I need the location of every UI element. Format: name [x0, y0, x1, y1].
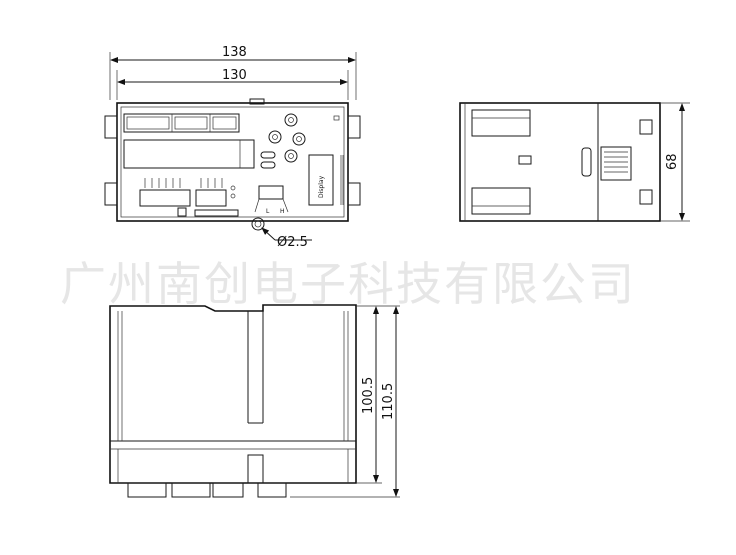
- side-view: 68: [459, 102, 690, 222]
- dim-label-68: 68: [665, 153, 680, 170]
- bottom-connector-1: [127, 482, 167, 498]
- dim-label-138: 138: [222, 45, 247, 60]
- indicator-led-1: [260, 151, 276, 159]
- switch-label-l: L: [266, 208, 270, 215]
- mounting-hole: [251, 217, 265, 231]
- bottom-body: [109, 304, 357, 484]
- bottom-view: 100.5 110.5: [109, 304, 400, 498]
- bottom-connector-4: [257, 482, 287, 498]
- dim-label-130: 130: [222, 68, 247, 83]
- side-latch: [581, 147, 592, 177]
- dim-label-110-5: 110.5: [381, 383, 396, 420]
- display-box: [308, 154, 334, 206]
- front-body: [116, 102, 349, 222]
- rj-port: [600, 146, 632, 181]
- connector-slot: [194, 209, 239, 217]
- bottom-connector-3: [212, 482, 244, 498]
- dim-label-100-5: 100.5: [361, 377, 376, 414]
- terminal-block-left: [139, 189, 191, 207]
- indicator-led-2: [260, 161, 276, 169]
- watermark-text: 广州南创电子科技有限公司: [60, 257, 636, 311]
- side-body: [459, 102, 661, 222]
- side-rib-top: [471, 109, 531, 137]
- left-clip-top: [104, 115, 118, 139]
- display-label: Display: [318, 175, 325, 198]
- switch-label-h: H: [280, 208, 285, 215]
- front-view: 138 130 Display: [104, 45, 361, 250]
- button-left: [268, 130, 282, 144]
- left-clip-bottom: [104, 182, 118, 206]
- lh-switch: [258, 185, 284, 200]
- side-rib-bottom: [471, 187, 531, 215]
- right-clip-bottom: [347, 182, 361, 206]
- dim-label-hole: Ø2.5: [277, 235, 308, 250]
- display-window-bottom: [123, 139, 255, 169]
- button-up: [284, 113, 298, 127]
- button-right: [292, 132, 306, 146]
- bottom-connector-2: [171, 482, 211, 498]
- terminal-block-right: [195, 189, 227, 207]
- right-clip-top: [347, 115, 361, 139]
- button-down: [284, 149, 298, 163]
- display-window-top: [123, 113, 240, 133]
